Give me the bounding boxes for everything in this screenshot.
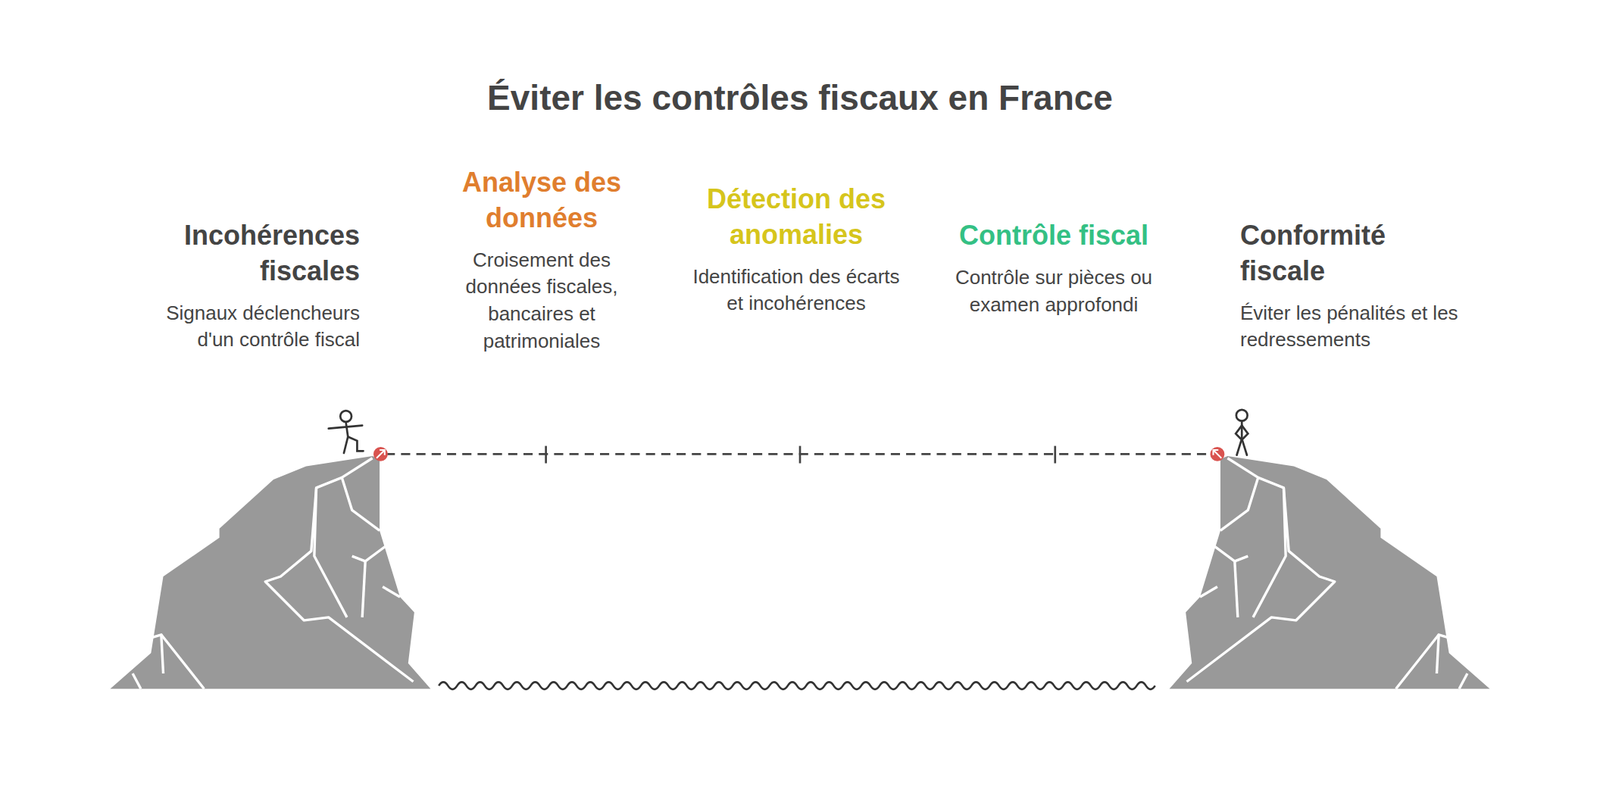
anchor-dot bbox=[1209, 446, 1225, 462]
step-description: Contrôle sur pièces ou examen approfondi bbox=[940, 264, 1168, 319]
step-heading: Incohérences fiscales bbox=[125, 218, 360, 290]
diagram-title: Éviter les contrôles fiscaux en France bbox=[0, 77, 1600, 119]
step-heading: Conformité fiscale bbox=[1240, 218, 1475, 290]
step-description: Croisement des données fiscales, bancair… bbox=[443, 246, 641, 357]
step-description: Éviter les pénalités et les redressement… bbox=[1240, 300, 1475, 355]
walking-figure bbox=[328, 410, 364, 454]
step-heading: Analyse des données bbox=[443, 165, 641, 237]
standing-figure bbox=[1235, 409, 1248, 456]
step-description: Signaux déclencheurs d'un contrôle fisca… bbox=[125, 300, 360, 355]
cliff bbox=[109, 456, 431, 689]
step-column: Détection des anomaliesIdentification de… bbox=[690, 181, 903, 318]
step-column: Conformité fiscaleÉviter les pénalités e… bbox=[1240, 218, 1475, 354]
anchor-dot bbox=[373, 446, 388, 462]
step-column: Contrôle fiscalContrôle sur pièces ou ex… bbox=[940, 218, 1168, 319]
step-column: Analyse des donnéesCroisement des donnée… bbox=[443, 165, 641, 356]
step-column: Incohérences fiscalesSignaux déclencheur… bbox=[125, 218, 360, 354]
step-description: Identification des écarts et incohérence… bbox=[690, 263, 903, 319]
water-waves bbox=[438, 681, 1156, 689]
tick-marks bbox=[546, 446, 1056, 464]
step-heading: Contrôle fiscal bbox=[940, 218, 1168, 254]
step-heading: Détection des anomalies bbox=[690, 181, 903, 254]
